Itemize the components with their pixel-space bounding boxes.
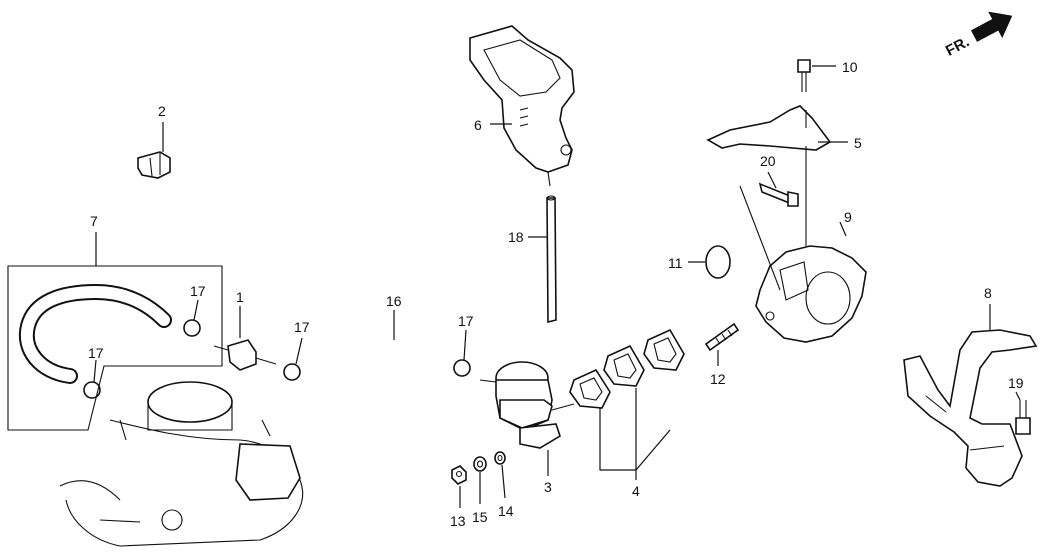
callout-5: 5: [854, 135, 862, 151]
callout-9: 9: [844, 209, 852, 225]
callout-17-a: 17: [190, 283, 206, 299]
callout-3: 3: [544, 479, 552, 495]
part-9-housing: [739, 146, 867, 343]
part-15-washer: [473, 456, 487, 472]
part-1-valve: [213, 339, 277, 371]
callout-17-b: 17: [294, 319, 310, 335]
callout-13: 13: [450, 513, 466, 529]
part-4-gaskets: [569, 328, 685, 409]
callout-6: 6: [474, 117, 482, 133]
part-7-hose-assembly: [7, 265, 223, 431]
callout-12: 12: [710, 371, 726, 387]
callout-1: 1: [236, 289, 244, 305]
part-19-bolt: [1015, 400, 1031, 435]
part-18-rod: [546, 195, 557, 324]
part-14-washer: [494, 451, 506, 465]
part-6-bracket: [469, 25, 575, 187]
callout-17-d: 17: [88, 345, 104, 361]
callout-11: 11: [668, 255, 683, 271]
part-16-hose: [307, 333, 451, 387]
arrow-right-icon: [970, 11, 1013, 42]
callout-14: 14: [498, 503, 514, 519]
part-5-plate: [706, 105, 832, 151]
callout-8: 8: [984, 285, 992, 301]
part-8-bracket: [903, 329, 1038, 487]
part-10-bolt: [797, 59, 811, 92]
part-11-o-ring: [705, 245, 731, 279]
front-direction-label: FR.: [943, 33, 972, 59]
front-direction-indicator: FR.: [943, 11, 1013, 60]
part-20-bolt: [758, 182, 799, 207]
callout-19: 19: [1008, 375, 1024, 391]
callout-15: 15: [472, 509, 488, 525]
callout-20: 20: [760, 153, 776, 169]
callout-16: 16: [386, 293, 402, 309]
callout-2: 2: [158, 103, 166, 119]
part-3-fuel-pump: [479, 361, 575, 449]
engine-assembly: [59, 381, 304, 547]
callout-17-c: 17: [458, 313, 474, 329]
part-2-clip: [137, 151, 171, 179]
callout-18: 18: [508, 229, 524, 245]
part-12-stud: [704, 322, 740, 352]
part-17-clamp: [83, 319, 471, 399]
callout-10: 10: [842, 59, 858, 75]
callout-4: 4: [632, 483, 640, 499]
part-13-nut: [451, 465, 467, 485]
callout-7: 7: [90, 213, 98, 229]
